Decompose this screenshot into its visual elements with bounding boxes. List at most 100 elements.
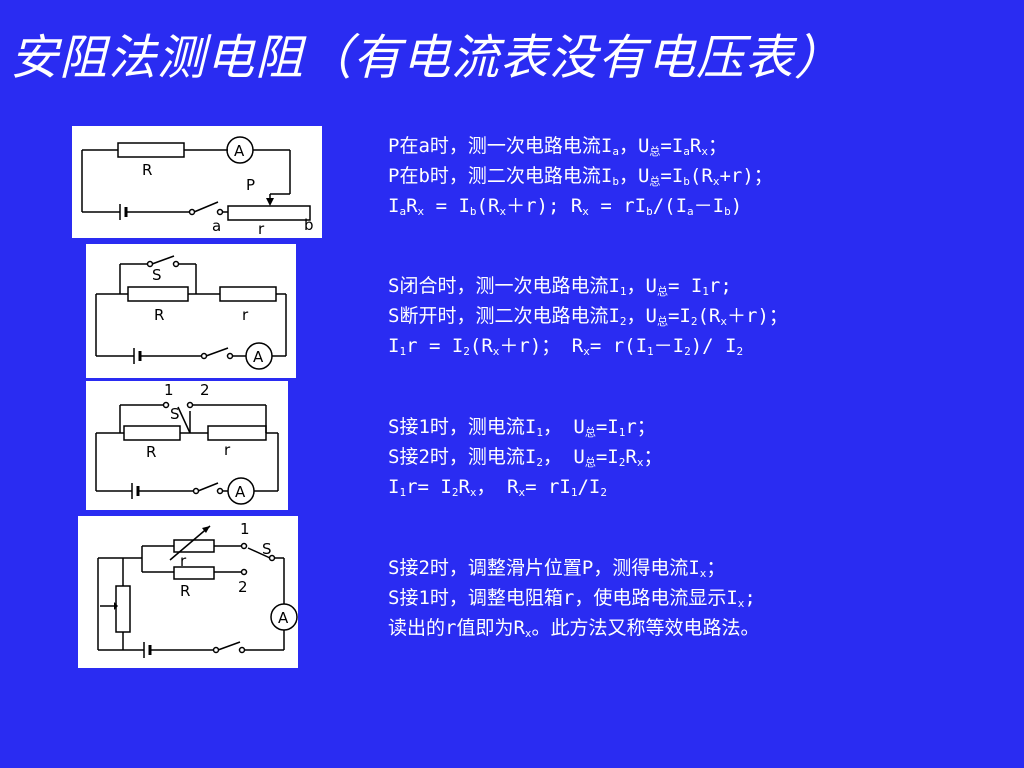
text-run: ，U: [618, 165, 650, 187]
subscript: x: [583, 345, 590, 358]
subscript: b: [683, 175, 690, 188]
text-run: ，U: [626, 275, 657, 297]
text-run: = I: [667, 275, 703, 297]
text-run: S接2时，测电流I: [388, 446, 537, 468]
text-run: ；: [706, 557, 726, 579]
label-A: A: [235, 483, 246, 501]
formula-line: I1r= I2Rx， Rx= rI1/I2: [388, 472, 662, 502]
text-run: R: [406, 195, 418, 217]
resistor-R: [127, 286, 189, 302]
subscript: x: [737, 597, 745, 610]
formula-line: S接2时，调整滑片位置P，测得电流Ix；: [388, 553, 760, 583]
text-run: r = I: [406, 335, 464, 357]
label-S: S: [170, 405, 180, 423]
label-1: 1: [164, 381, 174, 399]
text-run: =I: [595, 446, 619, 468]
formula-line: P在b时，测二次电路电流Ib，U总=Ib(Rx+r)；: [388, 161, 773, 191]
text-run: = rI: [525, 476, 571, 498]
subscript: 总: [584, 426, 596, 439]
subscript: 2: [536, 456, 543, 469]
formula-line: S接1时，测电流I1， U总=I1r；: [388, 412, 662, 442]
label-R: R: [154, 306, 164, 324]
subscript: 1: [570, 486, 578, 499]
text-run: =I: [595, 416, 619, 438]
text-run: P在b时，测二次电路电流I: [388, 165, 613, 187]
subscript: a: [612, 145, 619, 158]
text-run: S接1时，测电流I: [388, 416, 537, 438]
circuit-diagram-4: 1 S r R 2 A: [78, 516, 298, 668]
text-run: 读出的r值即为R: [388, 617, 525, 639]
subscript: 2: [618, 456, 626, 469]
text-run: =I: [660, 165, 684, 187]
text-run: ， U: [542, 416, 585, 438]
text-run: =I: [660, 135, 684, 157]
label-R: R: [142, 161, 152, 179]
text-run: (R: [689, 165, 713, 187]
formula-line: P在a时，测一次电路电流Ia，U总=IaRx；: [388, 131, 773, 161]
subscript: 总: [649, 175, 661, 188]
text-run: ；: [708, 135, 728, 157]
subscript: x: [524, 627, 532, 640]
formula-line: 读出的r值即为Rx。此方法又称等效电路法。: [388, 613, 760, 643]
text-run: (R: [697, 305, 721, 327]
text-run: = I: [424, 195, 470, 217]
subscript: x: [417, 205, 425, 218]
resistor-r: [207, 425, 267, 441]
text-run: ＋r); R: [506, 195, 583, 217]
formula-line: S闭合时，测一次电路电流I1，U总= I1r;: [388, 271, 788, 301]
label-2: 2: [200, 381, 210, 399]
label-A: A: [278, 609, 289, 627]
formula-line: IaRx = Ib(Rx＋r); Rx = rIb/(Ia－Ib): [388, 191, 773, 221]
formula-line: S接1时，调整电阻箱r，使电路电流显示Ix;: [388, 583, 760, 613]
explanation-block-4: S接2时，调整滑片位置P，测得电流Ix；S接1时，调整电阻箱r，使电路电流显示I…: [388, 553, 760, 643]
text-run: =I: [667, 305, 691, 327]
subscript: 1: [702, 285, 709, 298]
label-r: r: [242, 306, 249, 324]
subscript: 2: [600, 486, 607, 499]
text-run: I: [388, 335, 400, 357]
formula-line: S接2时，测电流I2， U总=I2Rx；: [388, 442, 662, 472]
text-run: ;: [744, 587, 756, 609]
subscript: x: [518, 486, 526, 499]
subscript: x: [469, 486, 477, 499]
subscript: a: [687, 205, 694, 218]
label-a: a: [212, 217, 221, 235]
subscript: x: [720, 315, 727, 328]
subscript: b: [469, 205, 477, 218]
subscript: 总: [584, 456, 596, 469]
subscript: x: [712, 175, 720, 188]
text-run: ，U: [618, 135, 650, 157]
text-run: －I: [653, 335, 685, 357]
label-R: R: [180, 582, 190, 600]
subscript: 2: [451, 486, 459, 499]
subscript: 总: [656, 285, 668, 298]
text-run: P在a时，测一次电路电流I: [388, 135, 613, 157]
text-run: ， U: [542, 446, 585, 468]
subscript: x: [499, 205, 507, 218]
text-run: /I: [577, 476, 601, 498]
explanation-block-3: S接1时，测电流I1， U总=I1r；S接2时，测电流I2， U总=I2Rx；I…: [388, 412, 662, 502]
subscript: x: [701, 145, 708, 158]
resistor-R: [173, 566, 215, 580]
text-run: +r)；: [719, 165, 773, 187]
explanation-block-1: P在a时，测一次电路电流Ia，U总=IaRx；P在b时，测二次电路电流Ib，U总…: [388, 131, 773, 221]
subscript: x: [492, 345, 500, 358]
label-A: A: [253, 348, 264, 366]
text-run: S闭合时，测一次电路电流I: [388, 275, 620, 297]
text-run: r;: [708, 275, 732, 297]
subscript: 2: [736, 345, 744, 358]
slide-title: 安阻法测电阻（有电流表没有电压表）: [10, 30, 844, 86]
text-run: (R: [469, 335, 493, 357]
label-S: S: [262, 540, 272, 558]
rheostat-r: [227, 205, 311, 221]
text-run: r；: [625, 416, 656, 438]
text-run: I: [388, 195, 400, 217]
label-A: A: [234, 142, 245, 160]
label-r: r: [224, 441, 231, 459]
subscript: 1: [536, 426, 543, 439]
text-run: ＋r)；: [727, 305, 788, 327]
subscript: x: [636, 456, 644, 469]
text-run: = rI: [588, 195, 647, 217]
resistor-R: [117, 142, 185, 158]
resistor-R: [123, 425, 181, 441]
